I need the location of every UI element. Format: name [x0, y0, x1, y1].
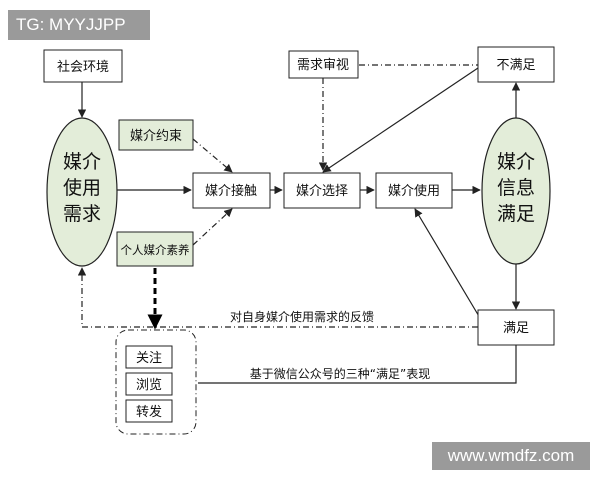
media-contact-box [192, 172, 271, 209]
media-use-label: 媒介使用 [388, 183, 440, 199]
media-constraint-box [118, 119, 194, 151]
expression-share-label: 转发 [136, 404, 162, 420]
not-satisfied-box [477, 46, 555, 83]
arrow-satisfied-to-use [414, 208, 481, 319]
media-needs-line-2: 使用 [63, 177, 101, 199]
media-info-satisfaction-ellipse [481, 117, 551, 265]
media-use-box [375, 172, 453, 209]
arrow-not-satisfied-to-choice [322, 67, 479, 173]
satisfaction-line-1: 媒介 [497, 151, 535, 173]
expression-follow-box [125, 345, 173, 369]
expression-follow-label: 关注 [136, 351, 162, 366]
watermark-top-left: TG: MYYJJPP [8, 10, 150, 40]
media-constraint-label: 媒介约束 [130, 129, 182, 144]
expression-browse-label: 浏览 [136, 377, 162, 393]
satisfaction-line-2: 信息 [497, 177, 535, 199]
not-satisfied-label: 不满足 [496, 58, 535, 73]
satisfied-label: 满足 [503, 321, 529, 336]
arrow-literacy-to-contact [192, 208, 233, 246]
satisfaction-line-3: 满足 [497, 203, 535, 225]
feedback-label: 对自身媒介使用需求的反馈 [230, 309, 374, 324]
arrow-feedback-to-needs [77, 267, 478, 328]
media-contact-label: 媒介接触 [205, 183, 257, 199]
connectors [77, 64, 521, 384]
personal-literacy-label: 个人媒介素养 [121, 243, 190, 257]
media-needs-ellipse [46, 117, 118, 267]
arrow-constraint-to-contact [192, 138, 233, 173]
line-satisfied-to-expressions [198, 345, 517, 384]
expression-share-box [125, 399, 173, 423]
media-choice-label: 媒介选择 [296, 184, 348, 199]
media-needs-line-3: 需求 [63, 203, 101, 225]
satisfied-box [477, 309, 555, 346]
media-needs-line-1: 媒介 [63, 151, 101, 173]
personal-literacy-box [116, 231, 194, 267]
demand-review-label: 需求审视 [297, 58, 349, 73]
watermark-bottom-right: www.wmdfz.com [432, 442, 590, 470]
demand-review-box [288, 50, 359, 79]
media-choice-box [283, 172, 361, 209]
social-env-label: 社会环境 [57, 59, 109, 75]
expression-browse-box [125, 372, 173, 396]
social-env-box [43, 49, 123, 83]
wechat-expressions-label: 基于微信公众号的三种“满足”表现 [250, 366, 430, 381]
